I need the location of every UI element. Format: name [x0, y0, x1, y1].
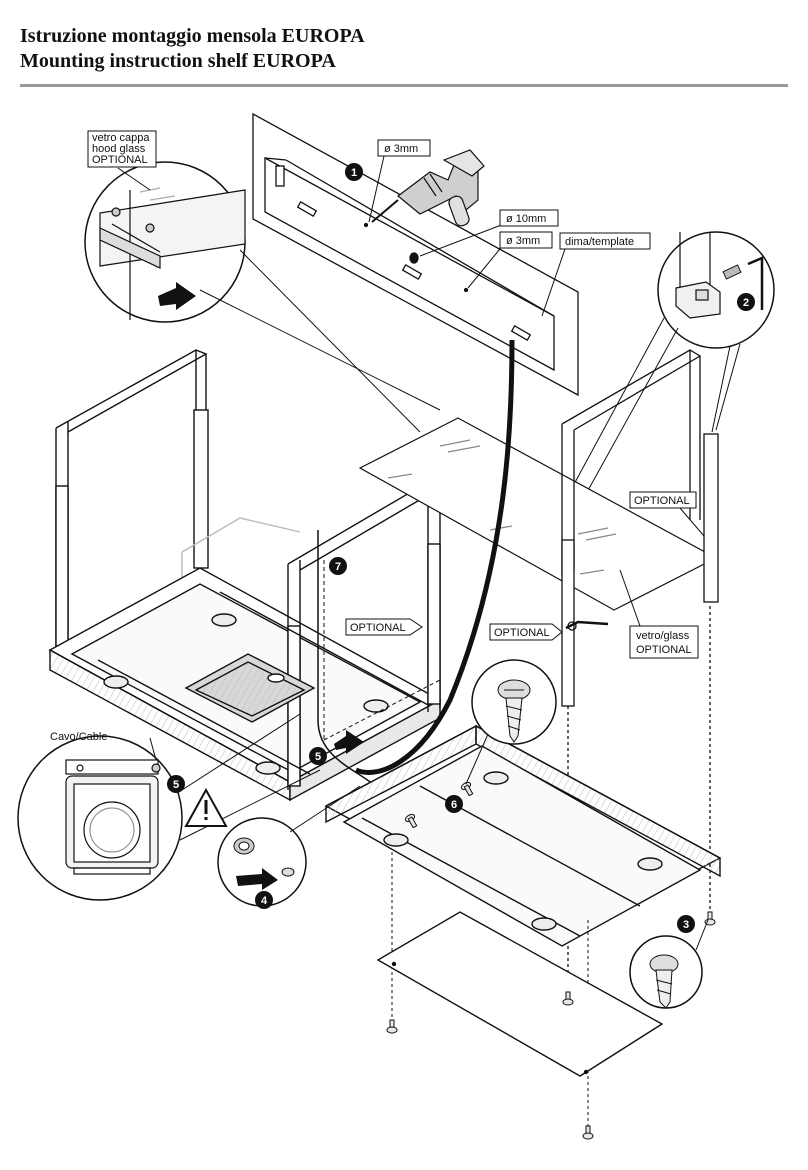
svg-text:OPTIONAL: OPTIONAL — [634, 495, 690, 507]
allen-key-icon-2 — [565, 620, 609, 631]
svg-text:5: 5 — [315, 751, 321, 763]
step-badge-7: 7 — [329, 557, 347, 575]
wall-template-panel — [252, 112, 579, 397]
power-cable — [355, 339, 515, 775]
svg-text:2: 2 — [743, 297, 749, 309]
title-english: Mounting instruction shelf EUROPA — [20, 50, 336, 72]
callout-optional-center: OPTIONAL — [345, 618, 423, 636]
step-badge-4: 4 — [255, 891, 273, 909]
step-badge-3: 3 — [677, 915, 695, 933]
callout-drill-10mm: ø 10mm — [499, 209, 559, 227]
callout-glass: vetro/glass OPTIONAL — [619, 569, 699, 659]
callout-leaders — [368, 155, 567, 317]
callout-optional-mid: OPTIONAL — [489, 623, 563, 641]
warning-triangle-icon — [184, 787, 228, 827]
hood-glass-label-en: hood glass — [92, 143, 146, 155]
grub-screw-icon — [722, 264, 742, 280]
hood-glass-label-optional: OPTIONAL — [92, 154, 148, 166]
post-detail — [571, 231, 775, 513]
hood-frame — [48, 349, 442, 802]
svg-text:dima/template: dima/template — [565, 236, 634, 248]
allen-key-icon — [747, 256, 764, 310]
direction-arrows — [334, 730, 364, 754]
svg-text:7: 7 — [335, 561, 341, 573]
hood-glass-label-it: vetro cappa — [92, 132, 150, 144]
step-badge-2: 2 — [737, 293, 755, 311]
glass-label-optional: OPTIONAL — [636, 644, 692, 656]
cable-label: Cavo/Cable — [50, 731, 107, 743]
svg-text:1: 1 — [351, 167, 357, 179]
screw-icon — [386, 781, 716, 1140]
callout-drill-3mm-a: ø 3mm — [377, 139, 431, 157]
svg-text:5: 5 — [173, 779, 179, 791]
svg-text:OPTIONAL: OPTIONAL — [350, 622, 406, 634]
step-badge-1: 1 — [345, 163, 363, 181]
svg-text:ø 3mm: ø 3mm — [506, 235, 540, 247]
glass-shelf — [358, 417, 718, 611]
svg-text:OPTIONAL: OPTIONAL — [494, 627, 550, 639]
callout-optional-right: OPTIONAL — [629, 491, 705, 537]
drill-icon — [371, 149, 485, 227]
callout-template: dima/template — [559, 232, 651, 250]
cable-connection-detail — [17, 713, 321, 901]
svg-text:ø 10mm: ø 10mm — [506, 213, 546, 225]
callout-hood-glass: vetro cappa hood glass OPTIONAL — [87, 130, 157, 168]
glass-label-it: vetro/glass — [636, 630, 690, 642]
cable-gland-icon — [217, 785, 361, 907]
bottom-glass — [376, 911, 664, 1077]
title-italian: Istruzione montaggio mensola EUROPA — [20, 25, 365, 47]
svg-text:4: 4 — [261, 895, 268, 907]
step-badge-5-left: 5 — [167, 775, 185, 793]
shelf-unit — [324, 724, 722, 1128]
svg-text:3: 3 — [683, 919, 689, 931]
screw-detail — [465, 659, 557, 785]
screw-detail-2 — [629, 919, 709, 1009]
step-badge-6: 6 — [445, 795, 463, 813]
header-rule — [20, 84, 788, 87]
hood-glass-detail — [84, 161, 441, 433]
step-badge-5-center: 5 — [309, 747, 327, 765]
svg-text:6: 6 — [451, 799, 457, 811]
svg-text:ø 3mm: ø 3mm — [384, 143, 418, 155]
callout-drill-3mm-b: ø 3mm — [499, 231, 553, 249]
